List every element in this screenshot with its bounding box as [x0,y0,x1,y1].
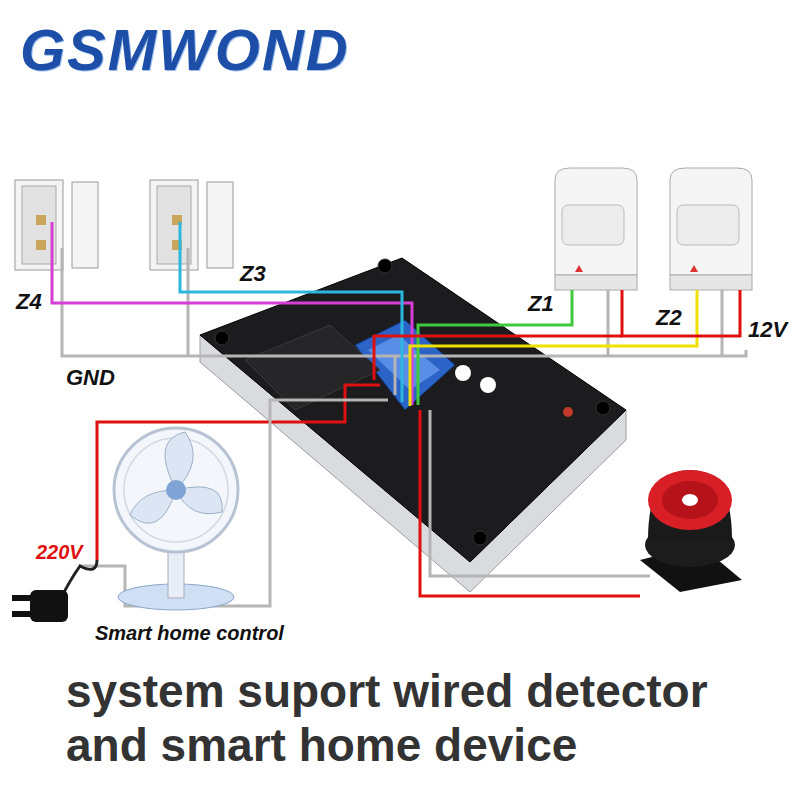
caption-text: system suport wired detector and smart h… [66,664,766,772]
door-contact [150,180,233,270]
brand-logo: GSMWOND [20,18,350,82]
door-contact [15,180,98,270]
pir-sensor [555,168,637,290]
device-label: Smart home control [95,622,284,644]
zone-label: Z4 [16,290,42,314]
pir-sensor [670,168,752,290]
zone-label: Z1 [528,292,554,316]
voltage-label: 220V [36,541,83,563]
siren [640,470,742,592]
voltage-label: 12V [748,318,787,342]
power-plug [12,560,97,622]
ground-label: GND [66,366,115,390]
zone-label: Z3 [240,262,266,286]
zone-label: Z2 [656,306,682,330]
fan [114,428,238,610]
wires [52,222,746,606]
